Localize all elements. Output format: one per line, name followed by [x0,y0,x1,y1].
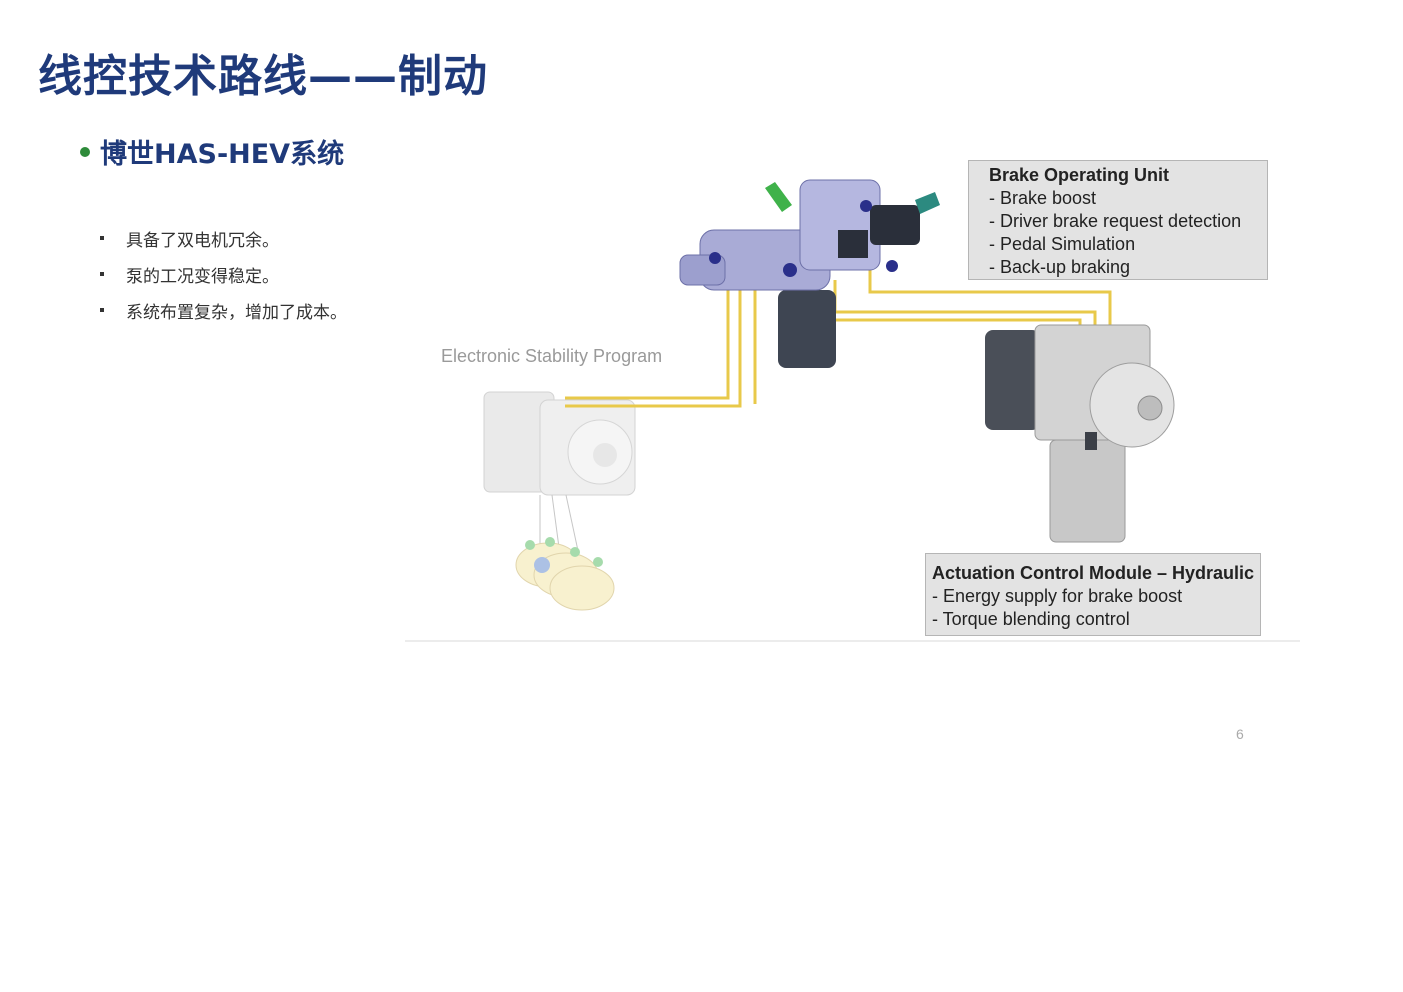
section-heading: 博世HAS-HEV系统 [100,139,345,170]
divider-line [405,640,1300,642]
bullet-list: 具备了双电机冗余。 泵的工况变得稳定。 系统布置复杂，增加了成本。 [100,220,347,328]
section-bullet-icon [80,146,90,157]
bullet-item: 系统布置复杂，增加了成本。 [100,292,347,328]
bou-item: - Brake boost [989,188,1097,208]
brake-operating-unit-box: Brake Operating Unit - Brake boost - Dri… [968,160,1268,280]
esp-unit-illustration [483,391,636,611]
bullet-text: 系统布置复杂，增加了成本。 [126,302,347,323]
brake-operating-unit-illustration [679,179,940,368]
bullet-text: 具备了双电机冗余。 [126,230,279,251]
bullet-dot-icon [100,272,104,276]
slide-title: 线控技术路线——制动 [38,51,488,102]
section-header: 博世HAS-HEV系统 [80,132,344,171]
acm-title: Actuation Control Module – Hydraulic [932,563,1255,583]
acm-item: - Energy supply for brake boost [932,586,1183,606]
bullet-dot-icon [100,236,104,240]
bullet-item: 具备了双电机冗余。 [100,220,347,256]
bou-title: Brake Operating Unit [989,165,1170,185]
page-number: 6 [1236,726,1244,742]
acm-item: - Torque blending control [932,609,1130,629]
bou-item: - Pedal Simulation [989,234,1136,254]
bullet-item: 泵的工况变得稳定。 [100,256,347,292]
bou-item: - Back-up braking [989,257,1131,277]
bullet-dot-icon [100,308,104,312]
actuation-control-module-box: Actuation Control Module – Hydraulic - E… [925,553,1261,636]
bou-item: - Driver brake request detection [989,211,1242,231]
actuation-control-module-illustration [985,324,1175,543]
esp-label: Electronic Stability Program [441,346,663,366]
bullet-text: 泵的工况变得稳定。 [126,266,279,287]
